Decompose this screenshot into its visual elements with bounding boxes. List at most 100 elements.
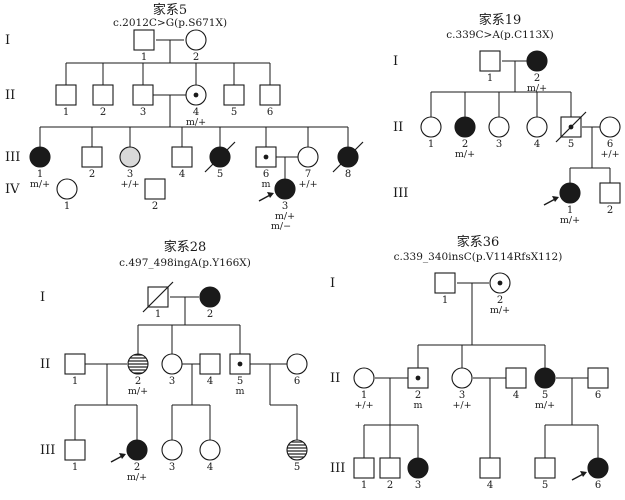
- male-symbol: [92, 84, 114, 106]
- individual-number: 3: [140, 107, 146, 118]
- individual-number: 1: [361, 480, 367, 491]
- genotype-label: +/+: [600, 149, 619, 160]
- gen-label: III: [393, 186, 408, 201]
- gen-label: II: [5, 88, 15, 103]
- genotype-label: m/+: [535, 400, 555, 411]
- individual-female-affected: 8: [332, 141, 364, 180]
- male-symbol: [144, 178, 166, 200]
- genotype-label: m/+: [527, 83, 547, 94]
- female-symbol: [286, 439, 308, 461]
- individual-female-affected: 5: [204, 141, 236, 180]
- male-symbol: [534, 457, 556, 479]
- individual-number: 2: [415, 390, 421, 401]
- individual-number: 4: [179, 169, 185, 180]
- genotype-label: m/+: [127, 472, 147, 483]
- female-symbol: [185, 29, 207, 51]
- individual-number: 4: [207, 376, 213, 387]
- male-symbol: [133, 29, 155, 51]
- individual-female-grey: 3+/+: [119, 146, 141, 190]
- family36-mutation: c.339_340insC(p.V114RfsX112): [394, 251, 563, 263]
- female-symbol: [420, 116, 442, 138]
- individual-number: 2: [462, 139, 468, 150]
- female-symbol: [126, 439, 148, 461]
- individual-number: 1: [428, 139, 434, 150]
- individual-female-normal: 6+/+: [599, 116, 621, 160]
- individual-female-affected: 2m/+: [454, 116, 476, 160]
- genotype-label: m/+: [455, 149, 475, 160]
- individual-male-carrier: 2m: [407, 367, 429, 411]
- gen-label: IV: [5, 182, 20, 197]
- individual-number: 6: [595, 390, 601, 401]
- family36-title: 家系36: [457, 234, 500, 250]
- individual-number: 2: [135, 376, 141, 387]
- individual-number: 1: [361, 390, 367, 401]
- gen-label: I: [393, 54, 398, 69]
- individual-male-normal: 2: [81, 146, 103, 180]
- individual-number: 2: [134, 462, 140, 473]
- family28-title: 家系28: [164, 239, 207, 255]
- individual-number: 6: [294, 376, 300, 387]
- individual-male-normal: 3: [132, 84, 154, 118]
- male-symbol: [434, 272, 456, 294]
- individual-female-affected: 3m/+m/−: [258, 178, 296, 232]
- male-symbol: [64, 439, 86, 461]
- individual-female-normal: 2: [185, 29, 207, 63]
- individual-female-normal: 3: [161, 353, 183, 387]
- individual-male-normal: 1: [64, 439, 86, 473]
- individual-female-normal: 4: [199, 439, 221, 473]
- male-symbol: [81, 146, 103, 168]
- individual-number: 1: [567, 205, 573, 216]
- individual-number: 7: [305, 169, 311, 180]
- individual-number: 1: [72, 376, 78, 387]
- proband-arrow-head: [580, 471, 587, 477]
- individual-male-normal: 5: [534, 457, 556, 491]
- individual-female-normal: 1: [420, 116, 442, 150]
- individual-male-normal: 1: [55, 84, 77, 118]
- female-symbol: [274, 178, 296, 200]
- individual-number: 1: [37, 169, 43, 180]
- individual-male-normal: 1: [142, 281, 174, 320]
- individual-number: 5: [542, 480, 548, 491]
- male-symbol: [479, 50, 501, 72]
- individual-female-normal: 7+/+: [297, 146, 319, 190]
- deceased-slash: [555, 111, 587, 143]
- individual-number: 5: [542, 390, 548, 401]
- family19-title: 家系19: [479, 12, 522, 28]
- gen-label: I: [330, 276, 335, 291]
- individual-number: 1: [155, 309, 161, 320]
- male-symbol: [259, 84, 281, 106]
- genotype-label: +/+: [120, 179, 139, 190]
- individual-male-normal: 6: [259, 84, 281, 118]
- individual-number: 2: [152, 201, 158, 212]
- female-symbol: [534, 367, 556, 389]
- deceased-slash: [332, 141, 364, 173]
- female-symbol: [353, 367, 375, 389]
- female-symbol: [526, 116, 548, 138]
- individual-male-normal: 4: [505, 367, 527, 401]
- female-symbol: [199, 286, 221, 308]
- carrier-dot: [237, 361, 243, 367]
- individual-male-normal: 5: [223, 84, 245, 118]
- individual-female-carrier: 2m/+: [489, 272, 511, 316]
- individual-number: 2: [89, 169, 95, 180]
- individual-number: 8: [345, 169, 351, 180]
- female-symbol: [286, 353, 308, 375]
- individual-number: 5: [294, 462, 300, 473]
- genotype-label: m: [235, 386, 244, 397]
- gen-label: I: [5, 33, 10, 48]
- individual-male-normal: 2: [144, 178, 166, 212]
- individual-number: 1: [63, 107, 69, 118]
- individual-number: 1: [72, 462, 78, 473]
- female-symbol: [29, 146, 51, 168]
- individual-female-normal: 1: [56, 178, 78, 212]
- individual-number: 2: [100, 107, 106, 118]
- male-symbol: [199, 353, 221, 375]
- individual-female-normal: 6: [286, 353, 308, 387]
- individual-male-normal: 2: [379, 457, 401, 491]
- individual-number: 6: [267, 107, 273, 118]
- genotype-label: m/+: [30, 179, 50, 190]
- individual-number: 4: [534, 139, 540, 150]
- male-symbol: [223, 84, 245, 106]
- female-symbol: [199, 439, 221, 461]
- family28-mutation: c.497_498ingA(p.Y166X): [119, 257, 251, 269]
